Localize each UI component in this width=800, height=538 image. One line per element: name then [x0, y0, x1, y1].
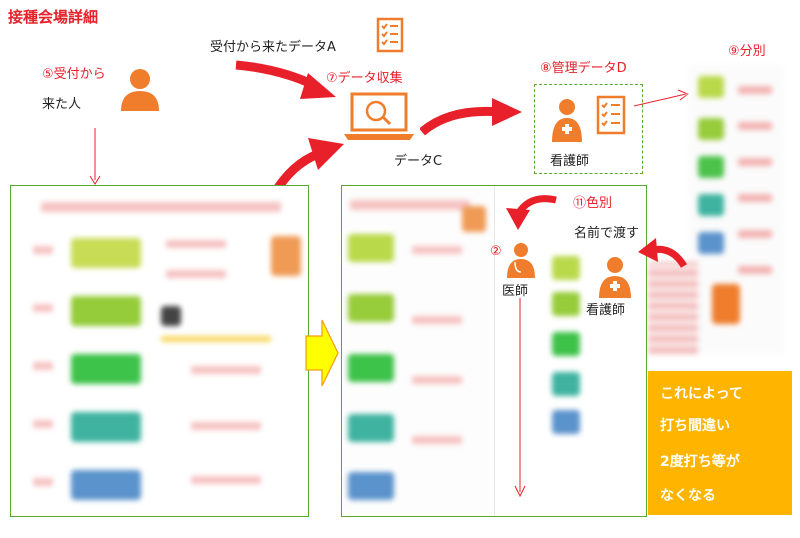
- person-icon: [121, 69, 159, 111]
- page-title: 接種会場詳細: [8, 8, 99, 26]
- nurse-icon: [552, 99, 582, 142]
- label-step5-line2: 来た人: [42, 97, 82, 112]
- label-step8: ⑧管理データD: [540, 61, 627, 76]
- label-from-reception-data: 受付から来たデータA: [210, 40, 336, 55]
- sorting-panel: [688, 66, 784, 354]
- label-step5: ⑤受付から: [42, 67, 106, 82]
- curved-arrow-icon-4: [506, 195, 557, 230]
- arrow-right-thin-icon: [633, 89, 690, 107]
- label-step11: ⑪色別: [573, 196, 613, 211]
- label-nurse-2: 看護師: [586, 303, 626, 318]
- label-doctor: 医師: [502, 284, 529, 299]
- middle-panel: [341, 185, 647, 517]
- label-pass-by-name: 名前で渡す: [574, 226, 640, 241]
- laptop-search-icon: [344, 92, 414, 140]
- curved-arrow-icon-5: [638, 238, 688, 268]
- label-step7: ⑦データ収集: [326, 71, 403, 86]
- callout-box: これによって 打ち間違い 2度打ち等が なくなる: [648, 371, 792, 515]
- curved-arrow-icon: [235, 60, 336, 99]
- color-cards: [548, 252, 584, 438]
- callout-line-3: 2度打ち等が: [660, 454, 740, 470]
- brick-decoration: [648, 262, 698, 354]
- callout-line-2: 打ち間違い: [660, 418, 730, 434]
- label-step9: ⑨分別: [728, 44, 766, 59]
- doctor-icon: [507, 243, 535, 278]
- checklist-icon: [376, 17, 404, 53]
- label-nurse: 看護師: [550, 154, 590, 169]
- curved-arrow-icon-2: [420, 98, 522, 136]
- label-data-c: データC: [394, 154, 443, 169]
- left-panel: [10, 185, 309, 517]
- nurse-icon-2: [599, 257, 631, 298]
- arrow-down-thin-icon: [89, 128, 101, 185]
- callout-line-4: なくなる: [660, 488, 716, 504]
- callout-line-1: これによって: [660, 386, 743, 402]
- management-data-box: [534, 84, 643, 174]
- checklist-icon-2: [596, 95, 626, 135]
- arrow-down-thin-icon-2: [514, 298, 526, 498]
- label-doctor-marker: ②: [490, 244, 502, 259]
- arrow-right-yellow-icon: [305, 319, 339, 387]
